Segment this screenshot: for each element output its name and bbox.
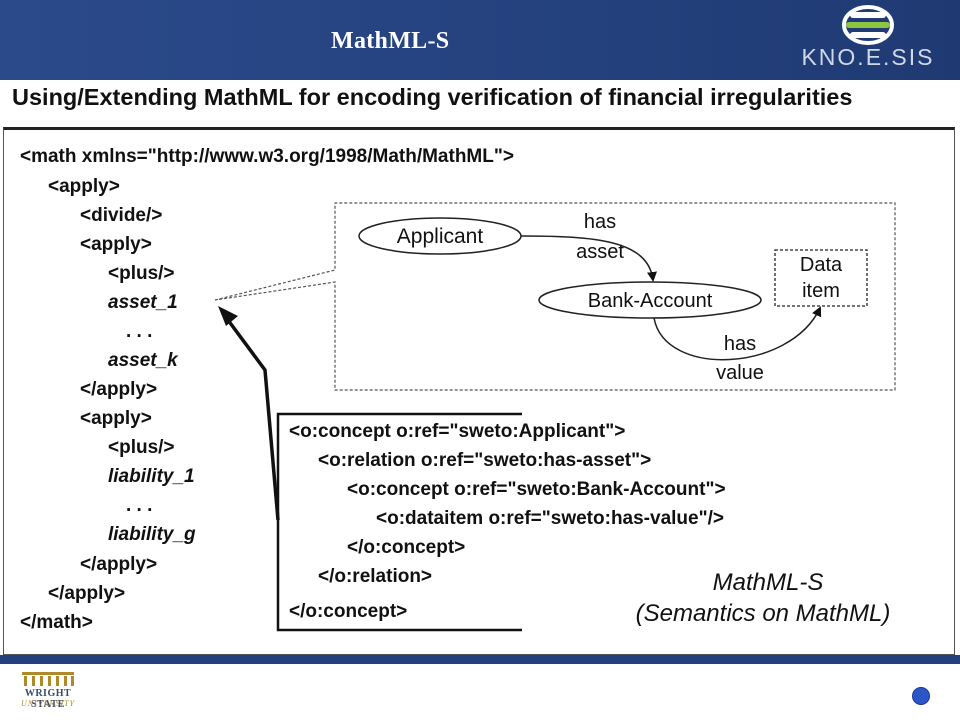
code-line: </math> bbox=[20, 612, 93, 633]
code-line: liability_g bbox=[108, 524, 196, 545]
code-line: <apply> bbox=[48, 176, 120, 197]
code-line: liability_1 bbox=[108, 466, 195, 487]
code-line: asset_k bbox=[108, 350, 178, 371]
code-line: <plus/> bbox=[108, 437, 175, 458]
slide-subtitle: Using/Extending MathML for encoding veri… bbox=[12, 84, 853, 110]
code-line: </apply> bbox=[48, 583, 126, 604]
wright-state-logo: WRIGHT STATE UNIVERSITY bbox=[8, 668, 88, 714]
knoesis-logo-text: KNO.E.SIS bbox=[801, 44, 935, 70]
code-line: </o:concept> bbox=[289, 601, 408, 622]
wright-state-building-icon bbox=[22, 672, 74, 686]
code-line: . . . bbox=[126, 495, 153, 516]
code-line: <divide/> bbox=[80, 205, 163, 226]
code-line: asset_1 bbox=[108, 292, 178, 313]
code-line: <o:concept o:ref="sweto:Bank-Account"> bbox=[347, 479, 726, 500]
knoesis-logo-mark bbox=[842, 5, 894, 45]
slide-title: MathML-S bbox=[331, 28, 450, 54]
slide-header bbox=[0, 0, 960, 80]
footer-bar bbox=[0, 655, 960, 664]
code-line: <o:concept o:ref="sweto:Applicant"> bbox=[289, 421, 626, 442]
code-line: <o:relation o:ref="sweto:has-asset"> bbox=[318, 450, 652, 471]
code-line: </apply> bbox=[80, 554, 158, 575]
code-line: </o:relation> bbox=[318, 566, 433, 587]
university-subtitle: UNIVERSITY bbox=[21, 699, 75, 708]
code-line: <o:dataitem o:ref="sweto:has-value"/> bbox=[376, 508, 724, 529]
code-line: <apply> bbox=[80, 408, 152, 429]
slide-nav-button[interactable] bbox=[912, 687, 930, 705]
code-line: . . . bbox=[126, 321, 153, 342]
code-line: </apply> bbox=[80, 379, 158, 400]
university-name: WRIGHT STATE bbox=[24, 688, 72, 710]
code-line: <math xmlns="http://www.w3.org/1998/Math… bbox=[20, 146, 514, 167]
code-line: <plus/> bbox=[108, 263, 175, 284]
knoesis-logo: KNO.E.SIS bbox=[788, 4, 948, 76]
code-line: </o:concept> bbox=[347, 537, 466, 558]
code-line: <apply> bbox=[80, 234, 152, 255]
